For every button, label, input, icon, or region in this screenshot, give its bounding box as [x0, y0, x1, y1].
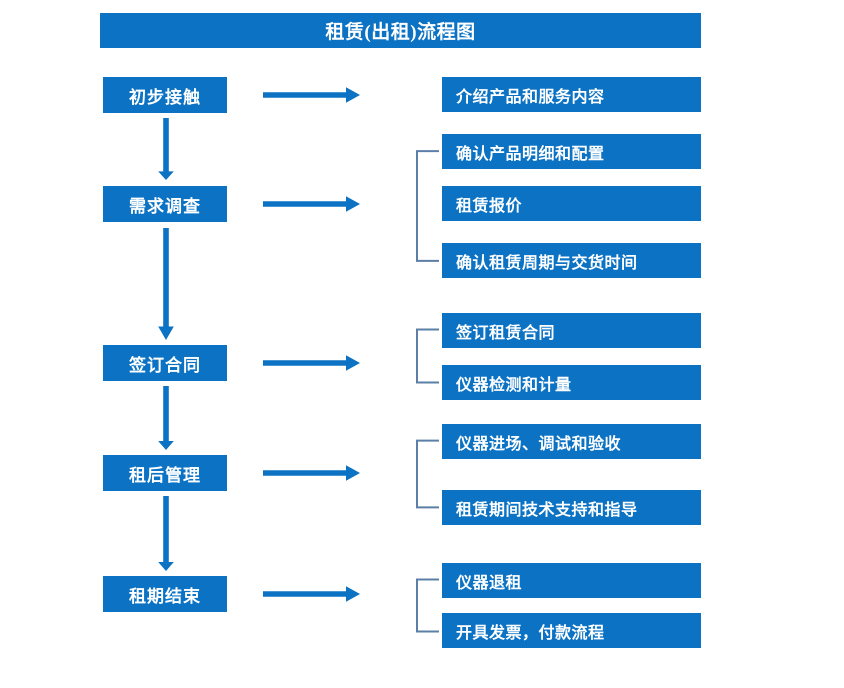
group-bracket-closing: [415, 579, 439, 632]
arrow-down-icon-stage-3-to-4: [157, 386, 175, 450]
detail-box-rental-quotation: 租赁报价: [442, 186, 701, 221]
arrow-down-icon-stage-2-to-3: [157, 228, 175, 340]
arrow-down-icon-stage-4-to-5: [157, 496, 175, 571]
group-bracket-contract: [415, 329, 439, 383]
detail-box-instrument-return: 仪器退租: [442, 563, 701, 598]
stage-box-needs-survey: 需求调查: [103, 186, 227, 222]
detail-box-technical-support: 租赁期间技术支持和指导: [442, 490, 701, 525]
page-title: 租赁(出租)流程图: [100, 13, 701, 48]
detail-box-sign-rental-contract: 签订租赁合同: [442, 313, 701, 348]
detail-box-confirm-product-details: 确认产品明细和配置: [442, 134, 701, 169]
group-bracket-needs-survey: [415, 150, 439, 262]
arrow-right-icon-stage-3: [263, 354, 360, 372]
arrow-down-icon-stage-1-to-2: [157, 118, 175, 180]
detail-box-instrument-entry-commissioning: 仪器进场、调试和验收: [442, 424, 701, 459]
detail-box-confirm-period-delivery: 确认租赁周期与交货时间: [442, 243, 701, 278]
arrow-right-icon-stage-5: [263, 585, 360, 603]
detail-box-invoice-payment: 开具发票，付款流程: [442, 613, 701, 648]
stage-box-post-rental-management: 租后管理: [103, 455, 227, 491]
arrow-right-icon-stage-2: [263, 195, 360, 213]
stage-box-rental-end: 租期结束: [103, 576, 227, 612]
detail-box-instrument-inspection: 仪器检测和计量: [442, 365, 701, 400]
arrow-right-icon-stage-4: [263, 464, 360, 482]
stage-box-initial-contact: 初步接触: [103, 77, 227, 113]
detail-box-introduce-products: 介绍产品和服务内容: [442, 77, 701, 112]
group-bracket-management: [415, 440, 439, 508]
stage-box-sign-contract: 签订合同: [103, 345, 227, 381]
arrow-right-icon-stage-1: [263, 86, 360, 104]
